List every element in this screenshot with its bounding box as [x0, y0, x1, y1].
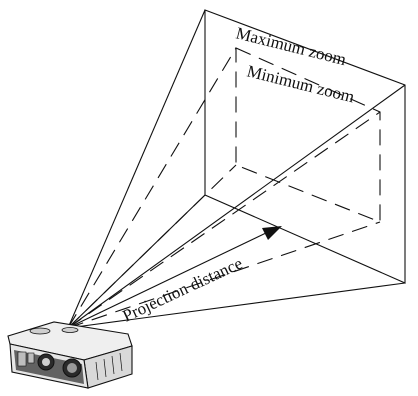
min-zoom-screen [235, 47, 381, 223]
projector-icon [7, 321, 133, 389]
min-zoom-beam [67, 47, 381, 329]
projection-distance-label: Projection distance [120, 254, 246, 326]
projection-distance-arrow [71, 226, 282, 327]
